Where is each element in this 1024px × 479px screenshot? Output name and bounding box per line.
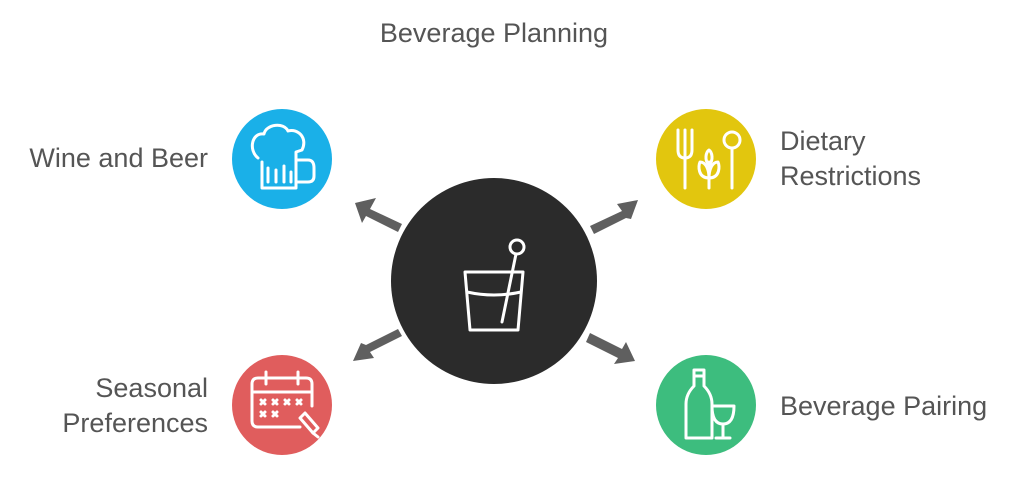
diagram-title: Beverage Planning xyxy=(379,18,609,48)
beverage-pairing-circle xyxy=(656,355,756,455)
wine-and-beer-circle xyxy=(232,109,332,209)
label-wine-and-beer: Wine and Beer xyxy=(29,143,208,173)
center-circle xyxy=(391,178,597,384)
seasonal-preferences-circle xyxy=(232,355,332,455)
calendar-pen-icon xyxy=(250,370,320,439)
arrows xyxy=(353,198,638,364)
arrow-to-dietary-restrictions xyxy=(590,200,638,234)
arrow-to-wine-and-beer xyxy=(355,198,402,232)
label-beverage-pairing: Beverage Pairing xyxy=(780,391,988,421)
label-dietary-restrictions: Dietary Restrictions xyxy=(780,126,922,191)
arrow-to-seasonal-preferences xyxy=(353,329,402,361)
cocktail-glass-icon xyxy=(463,238,526,332)
beer-mug-icon xyxy=(250,123,316,190)
label-seasonal-preferences: Seasonal Preferences xyxy=(62,373,208,438)
arrow-to-beverage-pairing xyxy=(586,333,635,364)
wine-bottle-glass-icon xyxy=(684,368,736,440)
utensils-leaf-icon xyxy=(676,128,742,190)
